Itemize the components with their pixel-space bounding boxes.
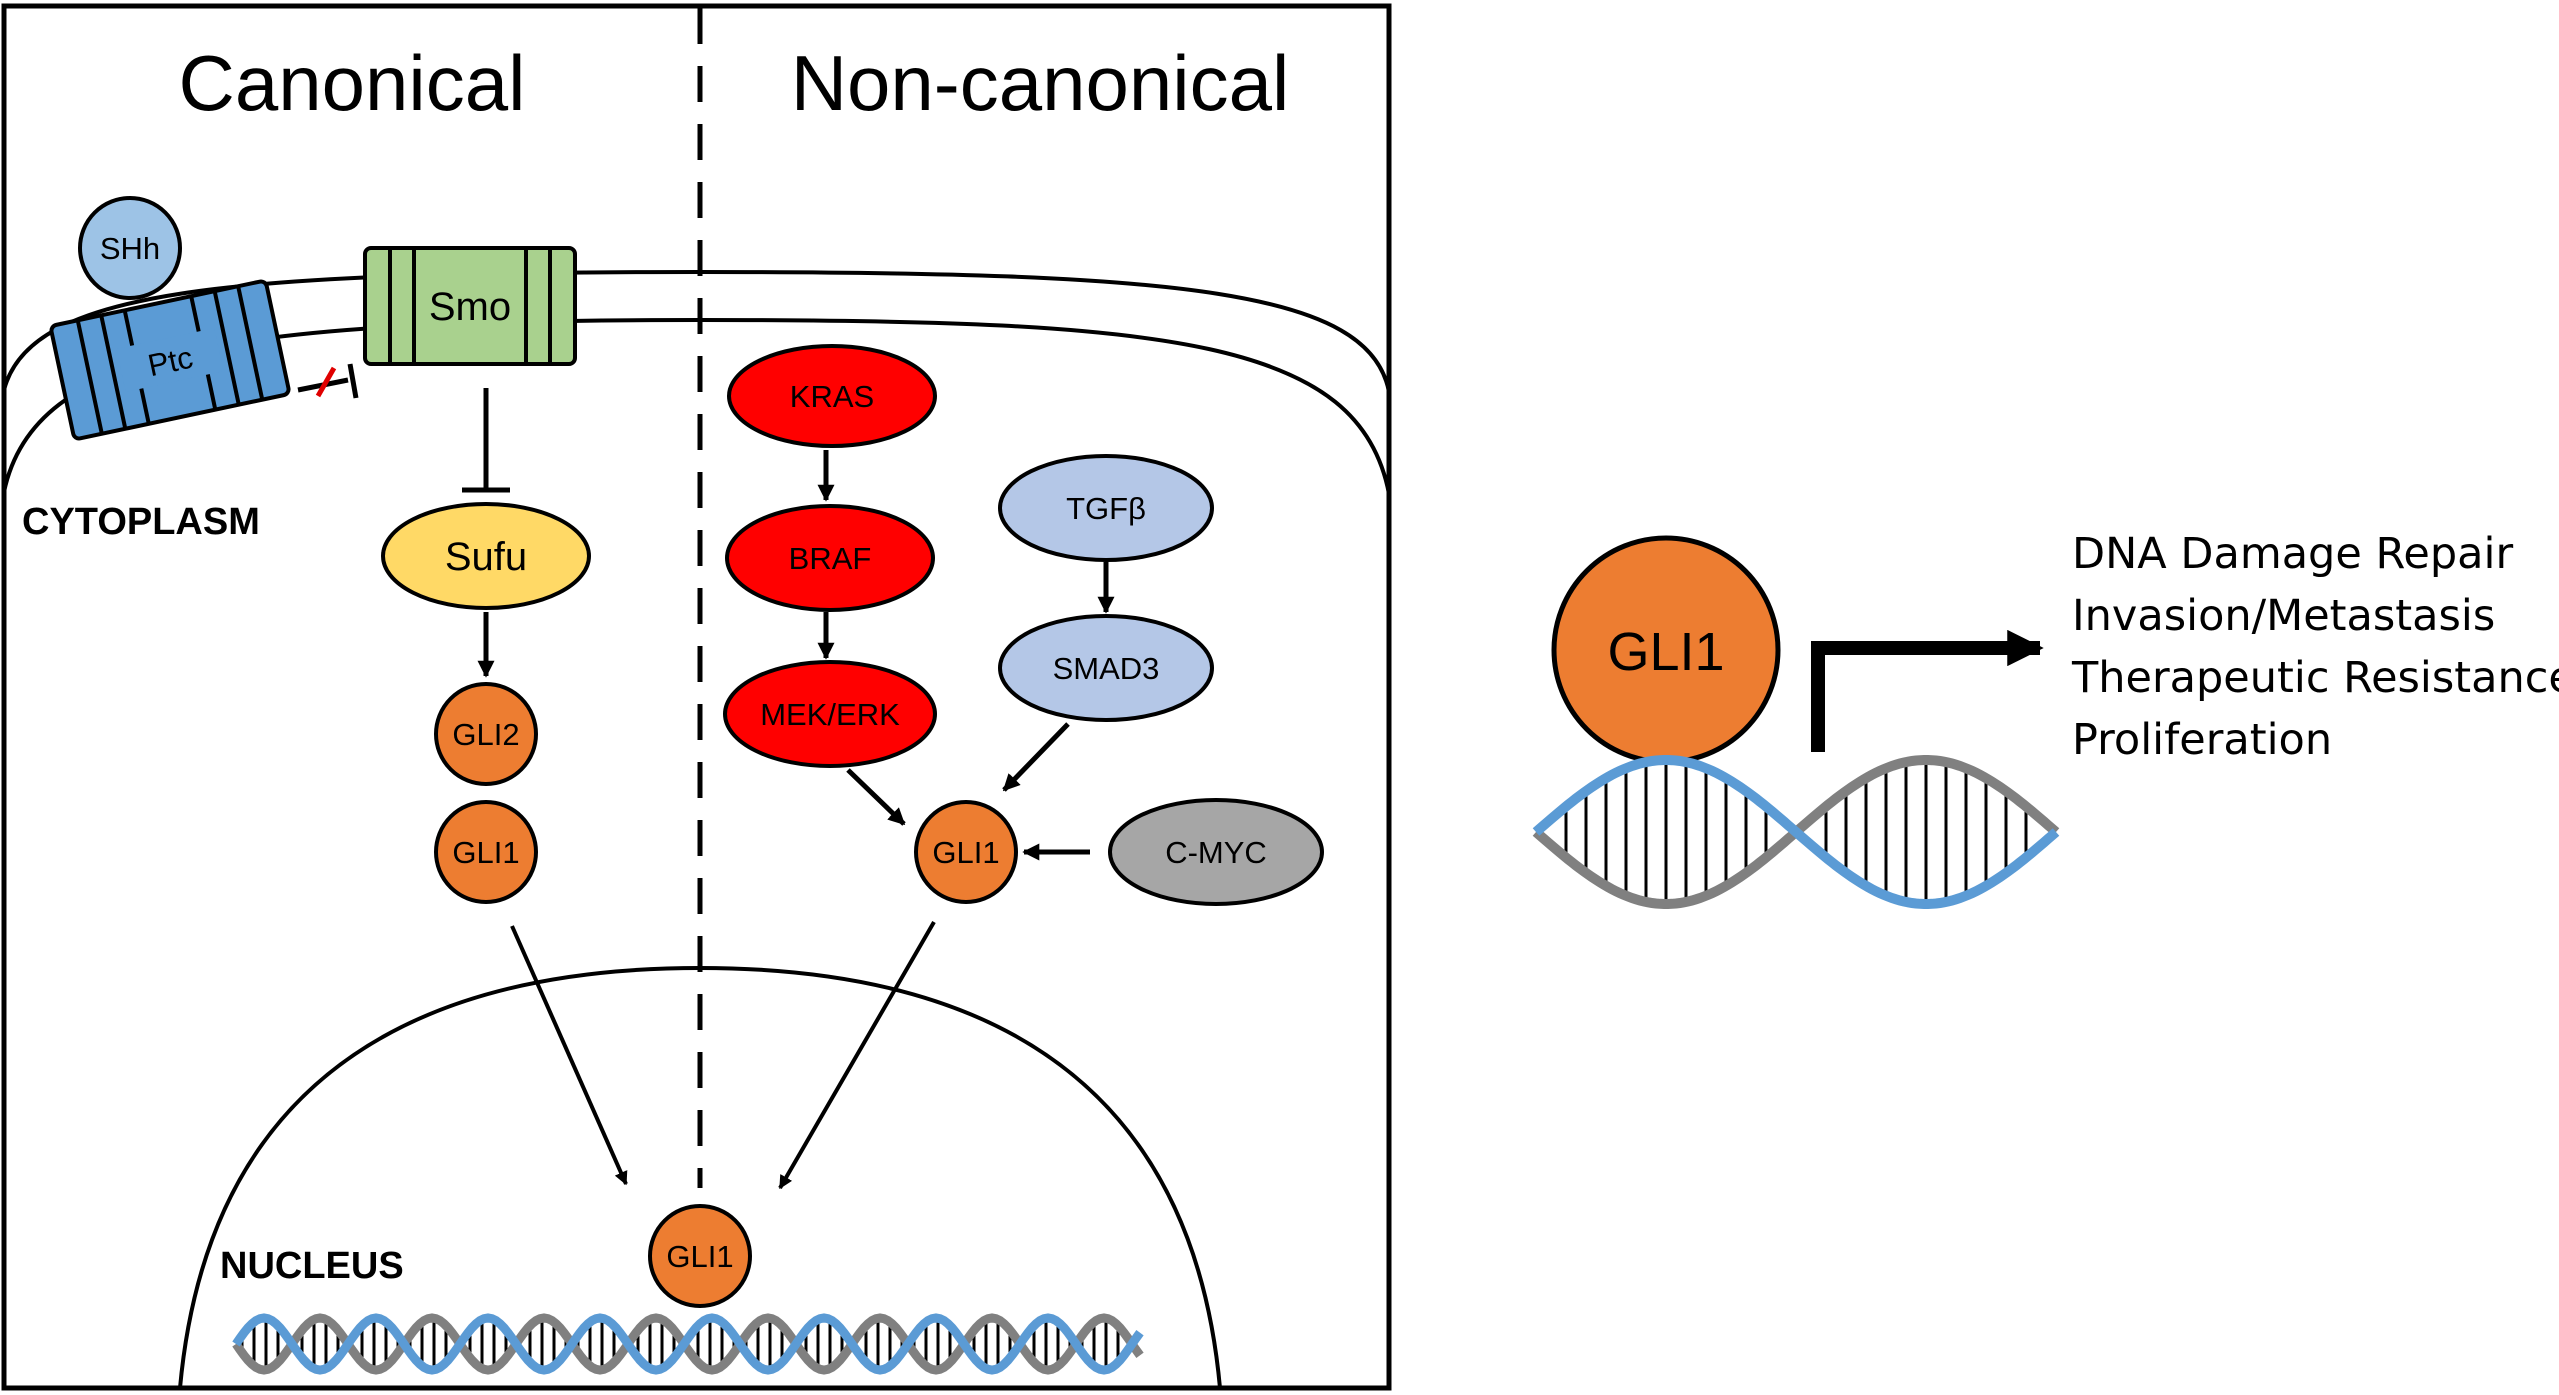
sufu-node: Sufu bbox=[381, 502, 591, 610]
smad3-label: SMAD3 bbox=[1053, 651, 1160, 686]
gli2-label: GLI2 bbox=[452, 717, 519, 752]
cytoplasm-label: CYTOPLASM bbox=[22, 501, 260, 543]
output-proliferation: Proliferation bbox=[2072, 715, 2332, 765]
tgfb-node: TGFβ bbox=[998, 454, 1214, 562]
transcription-arrow bbox=[1811, 629, 2044, 752]
gli1-nuclear-label: GLI1 bbox=[666, 1239, 733, 1274]
gli1-canonical-label: GLI1 bbox=[452, 835, 519, 870]
nuclear-dna-helix bbox=[232, 1313, 1144, 1375]
output-therapeutic-resistance: Therapeutic Resistance bbox=[2071, 653, 2559, 703]
smo-sufu-inhibition bbox=[462, 388, 510, 493]
smad3-node: SMAD3 bbox=[998, 614, 1214, 722]
shh-ligand: SHh bbox=[78, 196, 182, 300]
smad3-gli1-arrow bbox=[1002, 722, 1070, 792]
output-invasion-metastasis: Invasion/Metastasis bbox=[2072, 591, 2495, 641]
braf-node: BRAF bbox=[725, 504, 935, 612]
sufu-label: Sufu bbox=[445, 535, 527, 579]
gli1-noncanonical-label: GLI1 bbox=[932, 835, 999, 870]
target-gene-dna bbox=[1532, 755, 2060, 909]
gli1-nuclear-node: GLI1 bbox=[648, 1204, 752, 1308]
noncanonical-header: Non-canonical bbox=[791, 39, 1290, 127]
kras-label: KRAS bbox=[790, 379, 874, 414]
tgfb-label: TGFβ bbox=[1066, 491, 1146, 526]
nucleus-label: NUCLEUS bbox=[220, 1245, 404, 1287]
canonical-translocation-arrow bbox=[510, 925, 628, 1186]
cmyc-node: C-MYC bbox=[1108, 798, 1324, 906]
gli1-output-panel: GLI1 DNA Damage Repair Invasion/Metastas… bbox=[1532, 529, 2559, 909]
gli1-noncanonical-node: GLI1 bbox=[914, 800, 1018, 904]
noncanonical-translocation-arrow bbox=[778, 920, 936, 1190]
mek-erk-node: MEK/ERK bbox=[723, 660, 937, 768]
ptc-smo-inhibition bbox=[297, 363, 359, 399]
smo-receptor: Smo bbox=[363, 246, 577, 366]
gli2-node: GLI2 bbox=[434, 682, 538, 786]
gli1-transcription-factor: GLI1 bbox=[1551, 535, 1781, 765]
shh-label: SHh bbox=[100, 231, 160, 266]
kras-node: KRAS bbox=[727, 344, 937, 448]
cmyc-label: C-MYC bbox=[1165, 835, 1267, 870]
output-dna-damage-repair: DNA Damage Repair bbox=[2072, 529, 2513, 579]
canonical-header: Canonical bbox=[179, 39, 526, 127]
outputs-list: DNA Damage Repair Invasion/Metastasis Th… bbox=[2071, 529, 2559, 765]
gli1-canonical-node: GLI1 bbox=[434, 800, 538, 904]
cell-panel: Canonical Non-canonical CYTOPLASM NUCLEU… bbox=[1, 3, 1392, 1391]
ptc-receptor: Ptc bbox=[49, 279, 291, 441]
smo-label: Smo bbox=[429, 285, 511, 329]
braf-label: BRAF bbox=[789, 541, 872, 576]
gli1-tf-label: GLI1 bbox=[1607, 622, 1724, 682]
mek-gli1-arrow bbox=[846, 768, 906, 826]
mek-erk-label: MEK/ERK bbox=[760, 697, 900, 732]
